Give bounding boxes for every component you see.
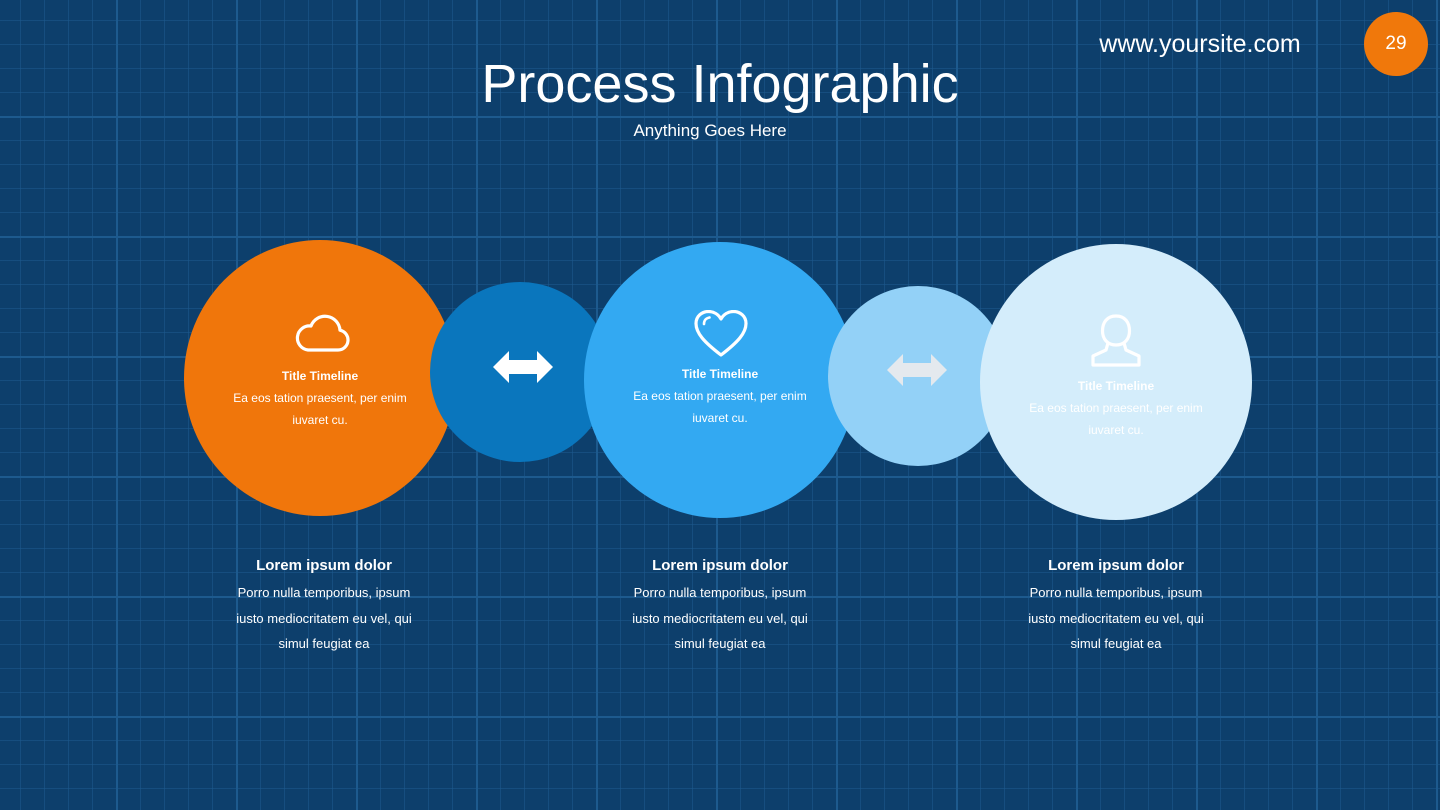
step-3-circle: Title Timeline Ea eos tation praesent, p… <box>980 244 1252 520</box>
step-3-body-line: iusto mediocritatem eu vel, qui <box>1028 610 1204 626</box>
step-2-circle-text: Ea eos tation praesent, per enim iuvaret… <box>610 385 830 429</box>
step-2-circle: Title Timeline Ea eos tation praesent, p… <box>584 242 856 518</box>
double-arrow-icon <box>887 354 947 386</box>
step-1-body-line: simul feugiat ea <box>278 636 370 651</box>
step-1-body: Porro nulla temporibus, ipsum iusto medi… <box>164 580 484 657</box>
step-3-heading: Lorem ipsum dolor <box>1048 557 1184 574</box>
page-subtitle: Anything Goes Here <box>633 121 787 140</box>
website-url[interactable]: www.yoursite.com <box>1099 30 1301 58</box>
heart-icon <box>694 310 748 357</box>
step-1-circle-title: Title Timeline <box>281 369 359 383</box>
step-3-circle-text-line: Ea eos tation praesent, per enim <box>1029 401 1203 415</box>
connector-2-circle <box>828 286 1008 466</box>
step-1-heading: Lorem ipsum dolor <box>256 557 392 574</box>
step-3-body-line: simul feugiat ea <box>1070 636 1162 651</box>
step-2-circle-text-line: Ea eos tation praesent, per enim <box>633 389 807 403</box>
user-icon <box>1091 314 1141 367</box>
step-2-body-line: simul feugiat ea <box>674 636 766 651</box>
step-2-body-line: iusto mediocritatem eu vel, qui <box>632 610 808 626</box>
page-number: 29 <box>1385 33 1407 54</box>
double-arrow-icon <box>493 351 553 383</box>
cloud-icon <box>295 314 350 352</box>
step-3-circle-text: Ea eos tation praesent, per enim iuvaret… <box>1006 397 1226 441</box>
step-1-body-line: iusto mediocritatem eu vel, qui <box>236 610 412 626</box>
connector-1-circle <box>430 282 610 462</box>
step-1-circle-text-line: Ea eos tation praesent, per enim <box>233 391 407 405</box>
step-3-circle-text-line: iuvaret cu. <box>1088 423 1144 437</box>
step-1-circle: Title Timeline Ea eos tation praesent, p… <box>184 240 456 516</box>
step-2-heading: Lorem ipsum dolor <box>652 557 788 574</box>
step-2-body: Porro nulla temporibus, ipsum iusto medi… <box>560 580 880 657</box>
step-1-circle-text: Ea eos tation praesent, per enim iuvaret… <box>210 387 430 431</box>
page-title: Process Infographic <box>481 54 959 114</box>
step-3-circle-title: Title Timeline <box>1077 379 1155 393</box>
step-2-circle-text-line: iuvaret cu. <box>692 411 748 425</box>
step-2-body-line: Porro nulla temporibus, ipsum <box>633 585 807 600</box>
step-2-circle-title: Title Timeline <box>681 367 759 381</box>
step-1-circle-text-line: iuvaret cu. <box>292 413 348 427</box>
step-3-body-line: Porro nulla temporibus, ipsum <box>1029 585 1203 600</box>
step-1-body-line: Porro nulla temporibus, ipsum <box>237 585 411 600</box>
page-number-badge: 29 <box>1364 12 1428 76</box>
step-3-body: Porro nulla temporibus, ipsum iusto medi… <box>956 580 1276 657</box>
